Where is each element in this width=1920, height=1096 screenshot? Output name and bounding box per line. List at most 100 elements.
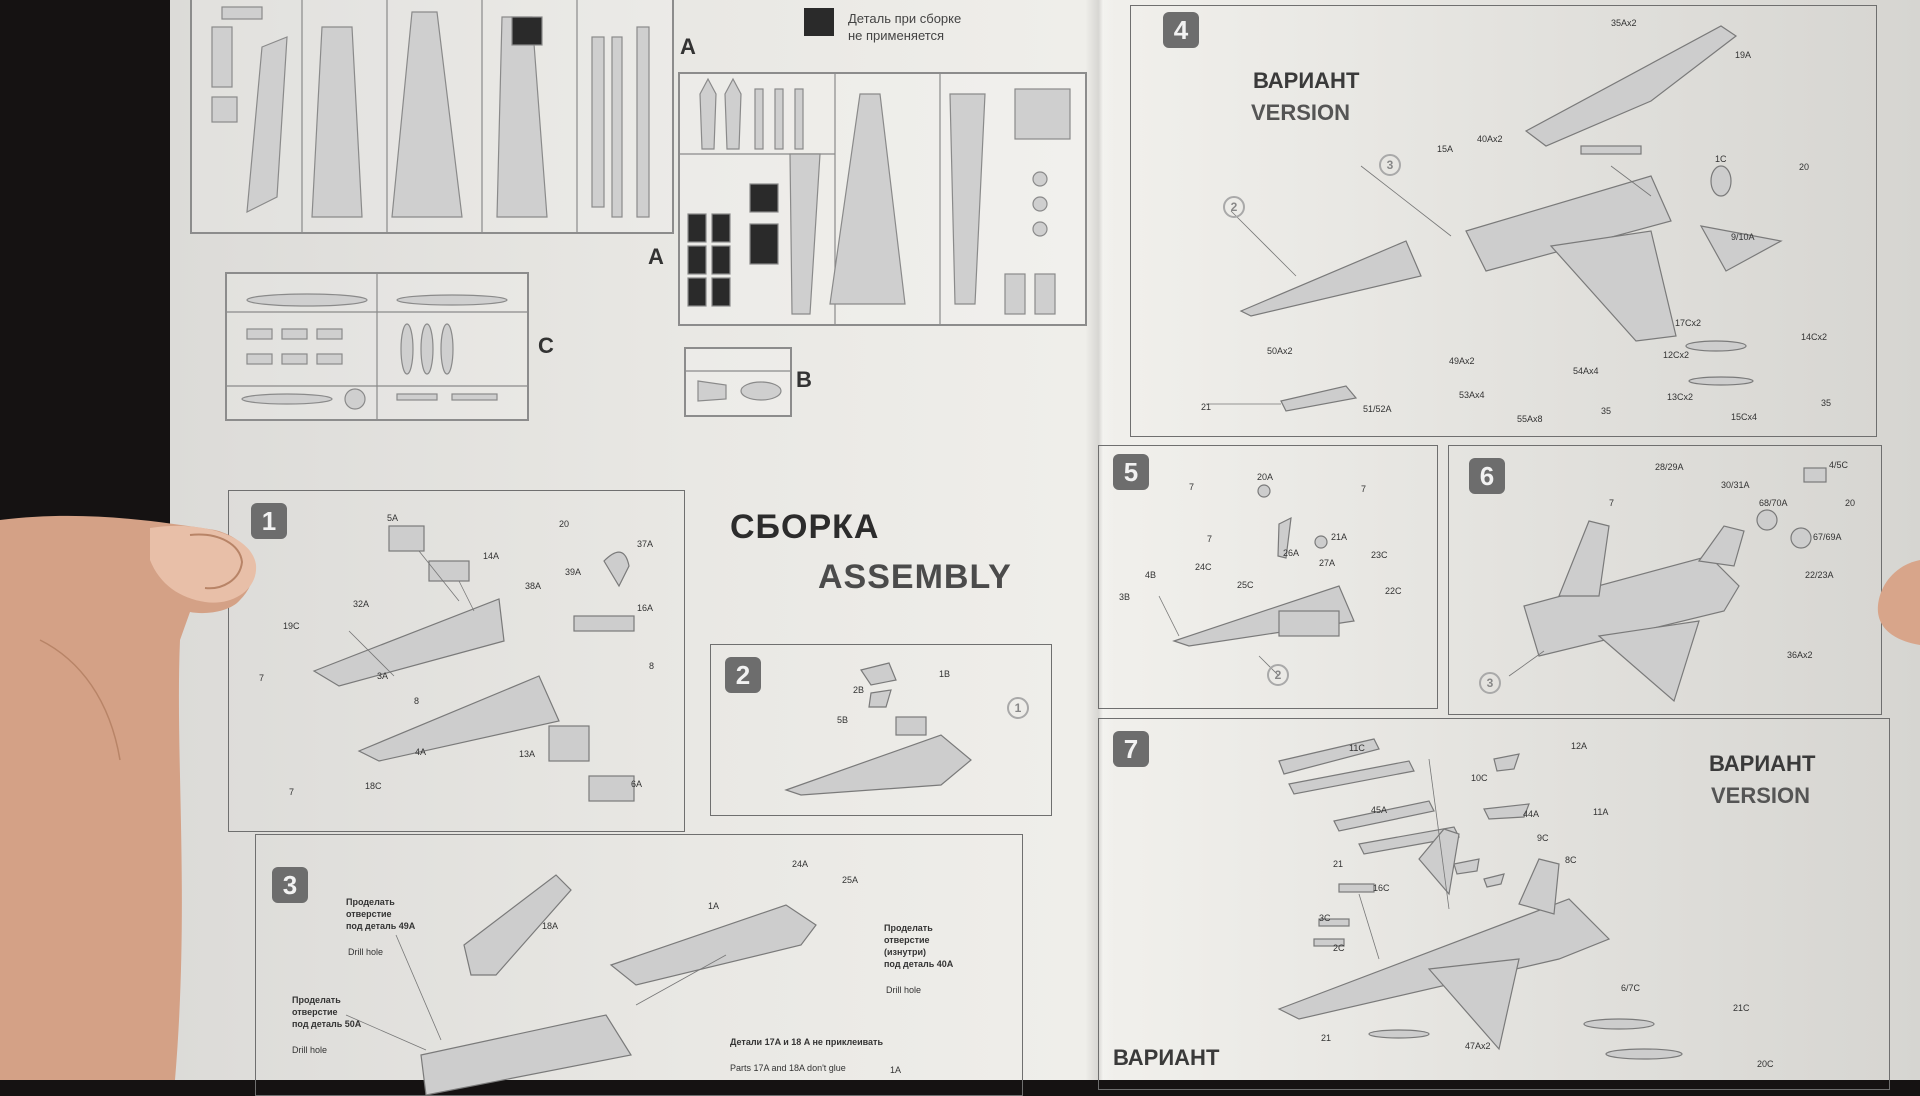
s7-part-label: 12A bbox=[1571, 741, 1588, 751]
star-icon-label: 7 bbox=[289, 787, 295, 797]
star-icon-label: 7 bbox=[1361, 484, 1367, 494]
s6-part-label: 68/70A bbox=[1759, 498, 1788, 508]
sprue-label-a-mid: A bbox=[648, 244, 664, 269]
s6-part-label: 30/31A bbox=[1721, 480, 1750, 490]
step-1-badge: 1 bbox=[251, 503, 287, 539]
s4-part-label: 53Ax4 bbox=[1459, 390, 1485, 400]
s4-part-label: 15A bbox=[1437, 144, 1454, 154]
s1-part-label: 32A bbox=[353, 599, 370, 609]
s4-part-label: 14Cx2 bbox=[1801, 332, 1828, 342]
s5-part-label: 26A bbox=[1283, 548, 1300, 558]
paper-fold bbox=[1085, 0, 1115, 1080]
sprue-c-parts-drawing bbox=[227, 274, 527, 419]
sprue-diagram-a-mid bbox=[678, 72, 1087, 326]
step-2-badge: 2 bbox=[725, 657, 761, 693]
s7-part-label: 9C bbox=[1537, 833, 1549, 843]
s1-part-label: 18C bbox=[365, 781, 382, 791]
s6-part-label: 67/69A bbox=[1813, 532, 1842, 542]
s6-part-label: 4/5C bbox=[1829, 460, 1849, 470]
s3-note-50a: отверстие bbox=[292, 1007, 338, 1017]
s2-part-label: 1B bbox=[939, 669, 951, 679]
step-7-drawing bbox=[1277, 738, 1683, 1060]
step-5-drawing bbox=[1158, 484, 1355, 677]
s2-part-label: 5B bbox=[837, 715, 849, 725]
step-2-drawing bbox=[784, 662, 972, 796]
s3-note-40a: под деталь 40A bbox=[884, 959, 954, 969]
star-icon-label: 8 bbox=[649, 661, 655, 671]
s4-part-label: 50Ax2 bbox=[1267, 346, 1293, 356]
s3-note-49a: отверстие bbox=[346, 909, 392, 919]
star-icon-label: 35 bbox=[1821, 398, 1832, 408]
s3-note-49a-en: Drill hole bbox=[348, 947, 384, 957]
s4-part-label: 49Ax2 bbox=[1449, 356, 1475, 366]
step-3-badge: 3 bbox=[272, 867, 308, 903]
s1-part-label: 13A bbox=[519, 749, 536, 759]
s4-variant-en: VERSION bbox=[1251, 100, 1351, 125]
s1-part-label: 39A bbox=[565, 567, 582, 577]
star-icon-label: 20 bbox=[1799, 162, 1810, 172]
s3-part-label: 1A bbox=[708, 901, 720, 911]
s3-note-50a: под деталь 50A bbox=[292, 1019, 362, 1029]
s7-part-label: 8C bbox=[1565, 855, 1577, 865]
star-icon-label: 21 bbox=[1333, 859, 1344, 869]
s2-part-label: 2B bbox=[853, 685, 865, 695]
s4-part-label: 15Cx4 bbox=[1731, 412, 1758, 422]
sprue-diagram-b bbox=[684, 347, 792, 417]
s3-note-40a-en: Drill hole bbox=[886, 985, 922, 995]
sprue-b-parts-drawing bbox=[686, 370, 790, 402]
sprue-diagram-a-top bbox=[190, 0, 674, 234]
step-5-panel: 5 2 20A 21A 26A 27A 23C 24C 25C 4B 3B 22… bbox=[1098, 445, 1438, 709]
s5-part-label: 23C bbox=[1371, 550, 1388, 560]
s3-note-49a: Проделать bbox=[346, 897, 395, 907]
s4-part-label: 51/52A bbox=[1363, 404, 1392, 414]
s3-part-label: 18A bbox=[542, 921, 559, 931]
star-icon-label: 21 bbox=[1321, 1033, 1332, 1043]
s4-part-label: 40Ax2 bbox=[1477, 134, 1503, 144]
step-4-panel: 4 ВАРИАНТ VERSION 3 2 35Ax2 19A 40A bbox=[1130, 5, 1877, 437]
s7-variant-en: VERSION bbox=[1711, 783, 1811, 808]
star-icon-label: 20 bbox=[1845, 498, 1856, 508]
s4-part-label: 1C bbox=[1715, 154, 1727, 164]
s5-part-label: 22C bbox=[1385, 586, 1402, 596]
s7-variant-bottom-ru: ВАРИАНТ bbox=[1113, 1045, 1220, 1070]
s4-part-label: 54Ax4 bbox=[1573, 366, 1599, 376]
s3-note-40a: Проделать bbox=[884, 923, 933, 933]
star-icon-label: 8 bbox=[414, 696, 420, 706]
sprue-label-c: C bbox=[538, 333, 554, 358]
step-5-badge: 5 bbox=[1113, 454, 1149, 490]
step-6-drawing bbox=[1508, 467, 1827, 703]
s6-part-label: 22/23A bbox=[1805, 570, 1834, 580]
s1-part-label: 19C bbox=[283, 621, 300, 631]
s7-part-label: 21C bbox=[1733, 1003, 1750, 1013]
s7-part-label: 10C bbox=[1471, 773, 1488, 783]
step-7-badge: 7 bbox=[1113, 731, 1149, 767]
s1-part-label: 6A bbox=[631, 779, 643, 789]
s7-part-label: 6/7C bbox=[1621, 983, 1641, 993]
s7-part-label: 11A bbox=[1593, 807, 1609, 817]
sprue-label-a-top: A bbox=[680, 34, 696, 59]
star-icon-label: 20 bbox=[559, 519, 570, 529]
s4-part-label: 55Ax8 bbox=[1517, 414, 1543, 424]
s3-glue-note-en: Parts 17A and 18A don't glue bbox=[730, 1063, 846, 1073]
step-ref-callout: 2 bbox=[1223, 196, 1245, 218]
s3-note-40a: отверстие bbox=[884, 935, 930, 945]
s1-part-label: 4A bbox=[415, 747, 427, 757]
s5-part-label: 4B bbox=[1145, 570, 1157, 580]
s4-part-label: 17Cx2 bbox=[1675, 318, 1702, 328]
step-ref-callout: 2 bbox=[1267, 664, 1289, 686]
s7-variant-ru: ВАРИАНТ bbox=[1709, 751, 1816, 776]
s5-part-label: 27A bbox=[1319, 558, 1336, 568]
s4-part-label: 13Cx2 bbox=[1667, 392, 1694, 402]
s5-part-label: 20A bbox=[1257, 472, 1274, 482]
s1-part-label: 38A bbox=[525, 581, 542, 591]
s7-part-label: 45A bbox=[1371, 805, 1388, 815]
s7-part-label: 47Ax2 bbox=[1465, 1041, 1491, 1051]
assembly-title-ru: СБОРКА bbox=[730, 508, 880, 546]
s7-part-label: 11C bbox=[1349, 743, 1365, 753]
star-icon-label: 35 bbox=[1601, 406, 1612, 416]
s3-note-50a-en: Drill hole bbox=[292, 1045, 328, 1055]
legend-black-square bbox=[804, 8, 834, 36]
sprue-a-mid-parts-drawing bbox=[680, 74, 1071, 324]
s7-part-label: 44A bbox=[1523, 809, 1540, 819]
